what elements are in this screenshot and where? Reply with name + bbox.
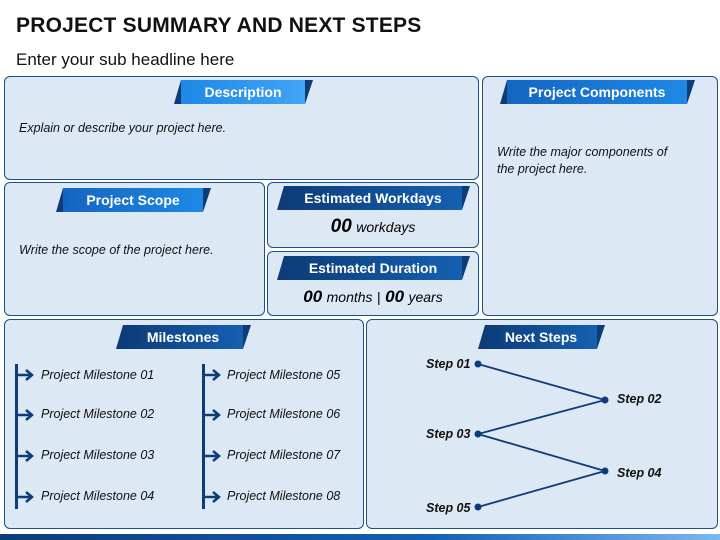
duration-years-unit: years <box>408 289 443 305</box>
scope-heading-label: Project Scope <box>86 192 180 208</box>
arrow-right-icon <box>202 450 221 462</box>
duration-years-value: 00 <box>385 287 405 306</box>
step-01-dot <box>474 360 482 368</box>
step-04-label: Step 04 <box>617 466 662 480</box>
next-steps-connector <box>474 360 609 511</box>
step-05-dot <box>474 503 482 511</box>
duration-heading-label: Estimated Duration <box>308 260 438 276</box>
description-text: Explain or describe your project here. <box>19 121 227 135</box>
workdays-heading-label: Estimated Workdays <box>304 190 442 206</box>
milestone-item-04: Project Milestone 04 <box>41 489 155 503</box>
page-title: PROJECT SUMMARY AND NEXT STEPS <box>16 14 422 37</box>
step-02-dot <box>601 396 609 404</box>
milestone-item-05: Project Milestone 05 <box>227 368 341 382</box>
milestone-item-07: Project Milestone 07 <box>227 448 341 462</box>
duration-heading: Estimated Duration <box>277 256 470 280</box>
arrow-right-icon <box>15 450 34 462</box>
milestones-panel: Milestones Project Milestone 01 Project … <box>4 319 364 529</box>
next-steps-panel: Next Steps Step 01 Step 02 Step 03 Step … <box>366 319 718 529</box>
step-02-label: Step 02 <box>617 392 662 406</box>
duration-months-unit: months <box>326 289 373 305</box>
workdays-value: 00 <box>330 216 352 237</box>
step-04-dot <box>601 467 609 475</box>
milestones-right-line <box>202 364 205 509</box>
arrow-right-icon <box>202 491 221 503</box>
components-text: Write the major components of the projec… <box>497 145 668 176</box>
milestone-item-01: Project Milestone 01 <box>41 368 155 382</box>
description-heading-label: Description <box>204 84 282 100</box>
components-panel: Project Components Write the major compo… <box>482 76 718 316</box>
arrow-right-icon <box>15 369 34 381</box>
arrow-right-icon <box>15 491 34 503</box>
duration-panel: Estimated Duration 00 months | 00 years <box>267 251 479 316</box>
description-heading: Description <box>174 80 313 104</box>
workdays-value-row: 00 workdays <box>268 216 478 238</box>
arrow-right-icon <box>202 369 221 381</box>
workdays-unit: workdays <box>356 219 416 235</box>
next-steps-heading-label: Next Steps <box>504 329 578 345</box>
milestone-item-08: Project Milestone 08 <box>227 489 341 503</box>
scope-text: Write the scope of the project here. <box>19 243 214 257</box>
milestone-item-02: Project Milestone 02 <box>41 407 155 421</box>
workdays-panel: Estimated Workdays 00 workdays <box>267 182 479 248</box>
workdays-heading: Estimated Workdays <box>277 186 470 210</box>
step-05-label: Step 05 <box>426 501 471 515</box>
arrow-right-icon <box>202 409 221 421</box>
components-heading-label: Project Components <box>528 84 666 100</box>
milestone-item-03: Project Milestone 03 <box>41 448 155 462</box>
page-subtitle: Enter your sub headline here <box>16 50 235 69</box>
duration-months-value: 00 <box>303 287 323 306</box>
duration-value-row: 00 months | 00 years <box>268 287 478 307</box>
milestones-left-line <box>15 364 18 509</box>
scope-heading: Project Scope <box>56 188 211 212</box>
milestone-item-06: Project Milestone 06 <box>227 407 341 421</box>
duration-separator: | <box>377 289 381 305</box>
description-panel: Description Explain or describe your pro… <box>4 76 479 180</box>
scope-panel: Project Scope Write the scope of the pro… <box>4 182 265 316</box>
step-03-label: Step 03 <box>426 427 471 441</box>
footer-bar <box>0 534 720 540</box>
step-01-label: Step 01 <box>426 357 471 371</box>
milestones-heading: Milestones <box>116 325 251 349</box>
milestones-heading-label: Milestones <box>146 329 220 345</box>
next-steps-heading: Next Steps <box>478 325 605 349</box>
step-03-dot <box>474 430 482 438</box>
arrow-right-icon <box>15 409 34 421</box>
components-heading: Project Components <box>500 80 695 104</box>
